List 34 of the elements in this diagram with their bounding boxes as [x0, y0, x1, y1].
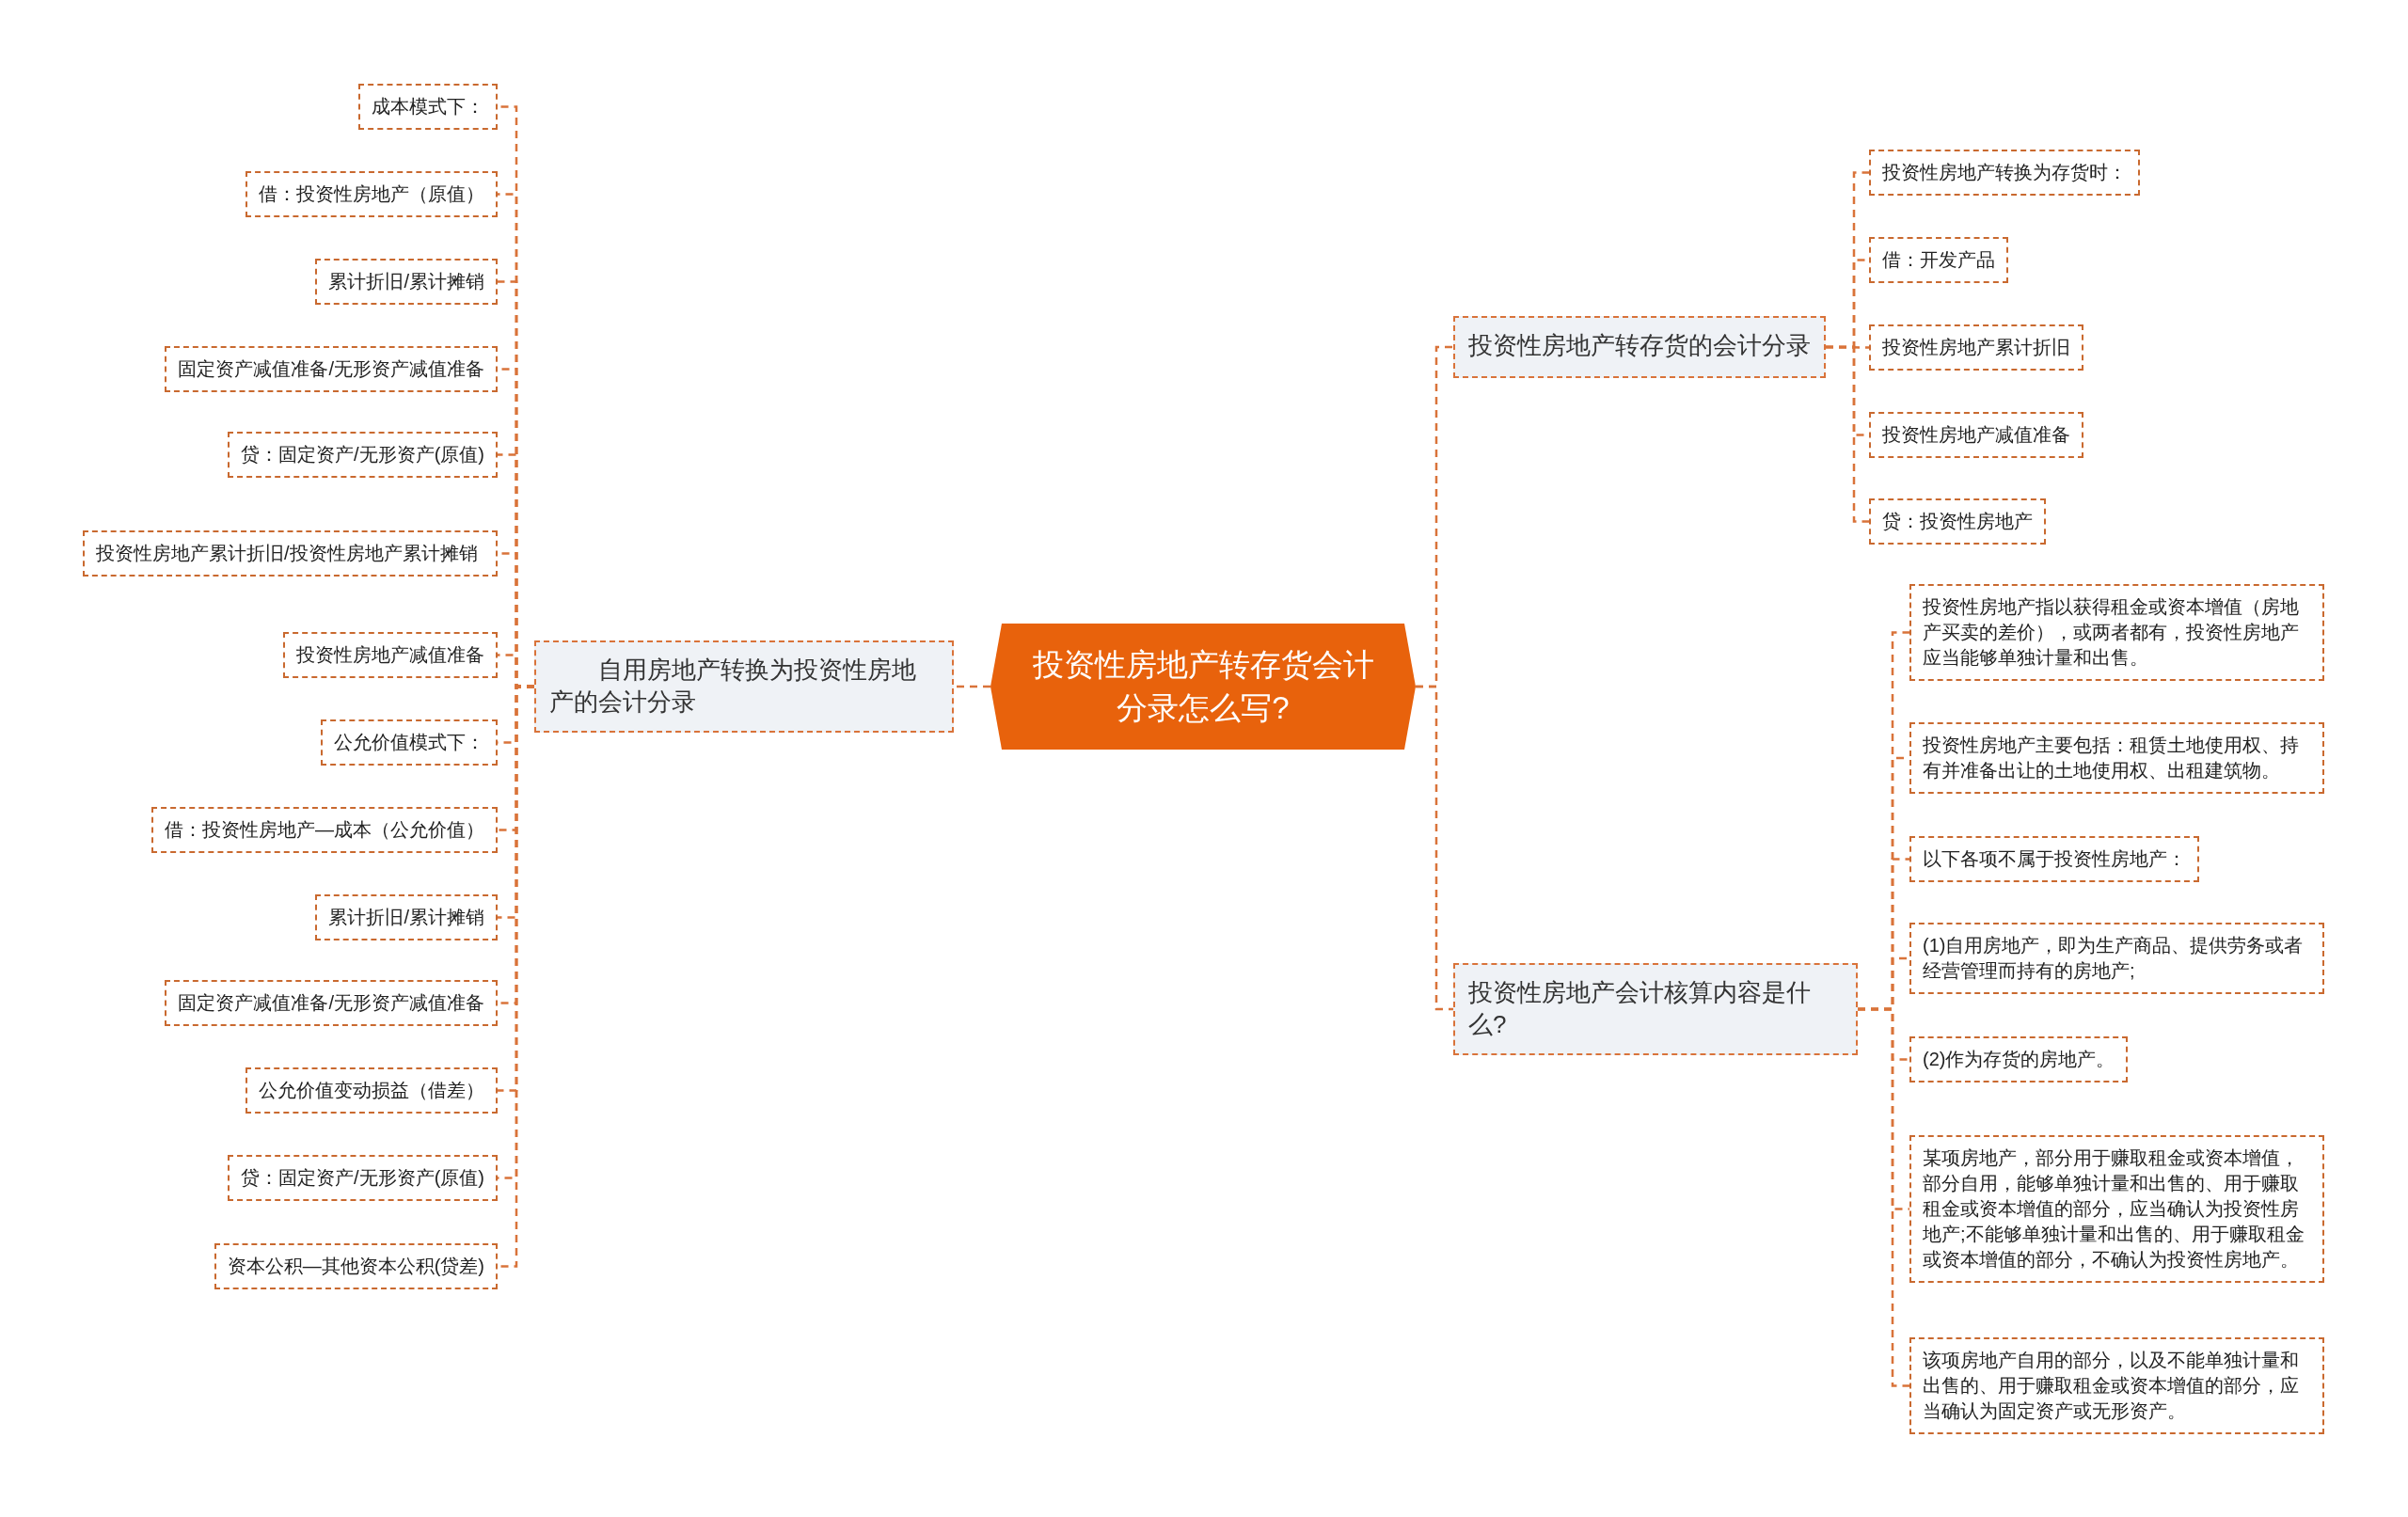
- subtopic-box: 以下各项不属于投资性房地产：: [1909, 835, 2199, 882]
- topic-box: 投资性房地产会计核算内容是什么?: [1453, 963, 1858, 1055]
- subtopic-box: 资本公积—其他资本公积(贷差): [214, 1242, 498, 1289]
- subtopic-box: 投资性房地产主要包括：租赁土地使用权、持有并准备出让的土地使用权、出租建筑物。: [1909, 722, 2324, 794]
- subtopic-box: 投资性房地产转换为存货时：: [1869, 149, 2140, 196]
- subtopic-box: 公允价值模式下：: [321, 719, 498, 766]
- subtopic-box: (2)作为存货的房地产。: [1909, 1035, 2129, 1082]
- subtopic-box: 累计折旧/累计摊销: [315, 258, 498, 305]
- subtopic-box: 借：投资性房地产（原值）: [246, 170, 498, 217]
- subtopic-box: 固定资产减值准备/无形资产减值准备: [165, 345, 498, 392]
- topic-box: 自用房地产转换为投资性房地产的会计分录: [534, 640, 954, 733]
- connector-line: [1826, 345, 1869, 523]
- subtopic-box: 成本模式下：: [358, 83, 498, 130]
- subtopic-box: 贷：投资性房地产: [1869, 498, 2046, 545]
- topic-box: 投资性房地产转存货的会计分录: [1453, 316, 1826, 378]
- subtopic-box: 投资性房地产累计折旧/投资性房地产累计摊销: [83, 529, 498, 577]
- subtopic-box: 某项房地产，部分用于赚取租金或资本增值，部分自用，能够单独计量和出售的、用于赚取租金或资本增值的部分，应当确认为投资性房地产;不能够单独计量和出售的、用于赚取租金或资本增值的部分，不确认为投资性房地产。: [1909, 1134, 2324, 1283]
- subtopic-box: 累计折旧/累计摊销: [315, 893, 498, 940]
- subtopic-box: 投资性房地产减值准备: [1869, 411, 2083, 458]
- subtopic-box: 固定资产减值准备/无形资产减值准备: [165, 979, 498, 1026]
- subtopic-box: 贷：固定资产/无形资产(原值): [228, 431, 498, 478]
- central-topic: 投资性房地产转存货会计分录怎么写?: [990, 624, 1416, 750]
- subtopic-box: 公允价值变动损益（借差）: [246, 1067, 498, 1114]
- connector-line: [1416, 685, 1453, 1011]
- connector-line: [1858, 1007, 1909, 1387]
- subtopic-box: 该项房地产自用的部分，以及不能单独计量和出售的、用于赚取租金或资本增值的部分，应当确认为固定资产或无形资产。: [1909, 1336, 2324, 1434]
- subtopic-box: 投资性房地产减值准备: [283, 631, 498, 678]
- subtopic-box: (1)自用房地产，即为生产商品、提供劳务或者经营管理而持有的房地产;: [1909, 923, 2324, 994]
- subtopic-box: 贷：固定资产/无形资产(原值): [228, 1154, 498, 1201]
- subtopic-box: 投资性房地产指以获得租金或资本增值（房地产买卖的差价），或两者都有，投资性房地产应当能够单独计量和出售。: [1909, 583, 2324, 681]
- subtopic-box: 借：投资性房地产—成本（公允价值）: [151, 806, 498, 853]
- connector-line: [954, 685, 990, 688]
- subtopic-box: 投资性房地产累计折旧: [1869, 324, 2083, 371]
- subtopic-box: 借：开发产品: [1869, 236, 2008, 283]
